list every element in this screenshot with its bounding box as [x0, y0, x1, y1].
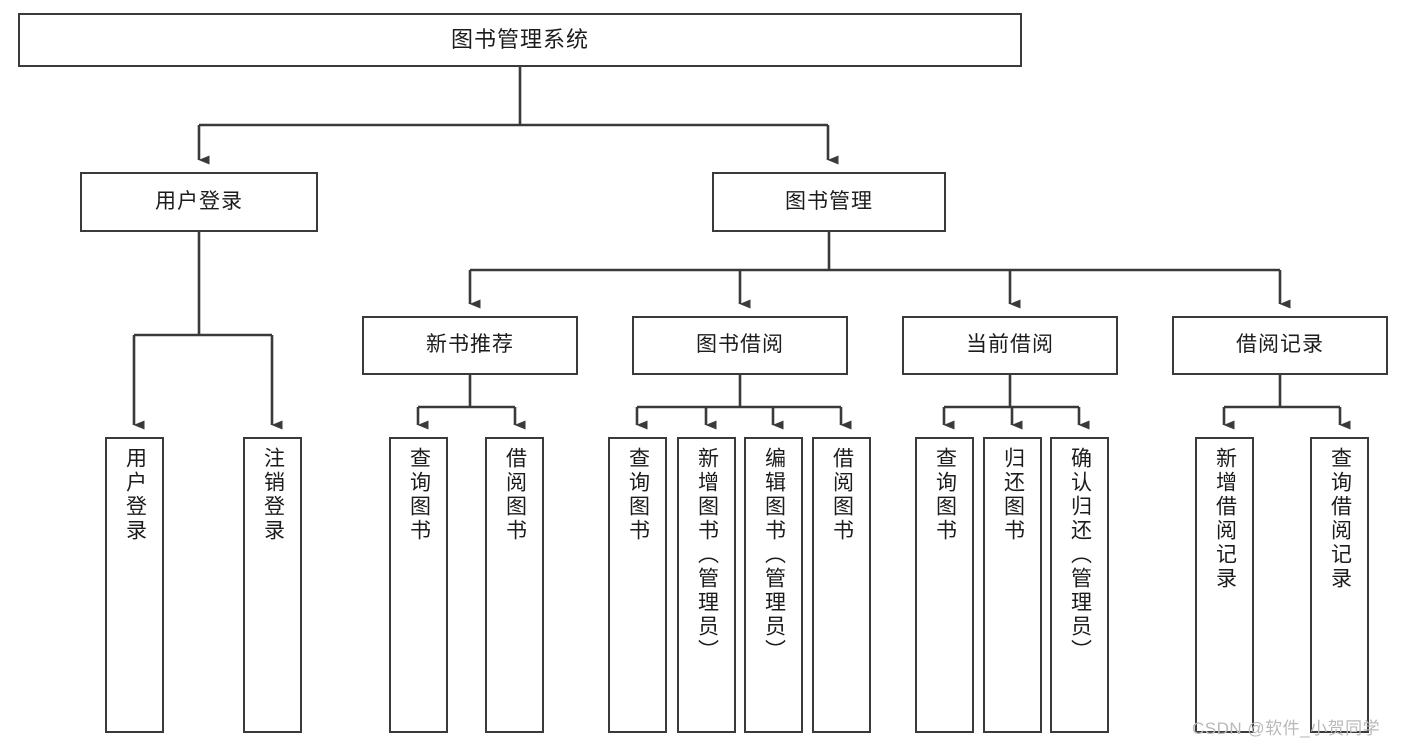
leaf-query-book-newrec[interactable]: 查询图书: [389, 437, 448, 733]
leaf-query-book-borrow[interactable]: 查询图书: [608, 437, 667, 733]
node-label: 编辑图书（管理员）: [762, 447, 786, 663]
leaf-borrow-book-newrec[interactable]: 借阅图书: [485, 437, 544, 733]
node-label: 图书管理: [785, 189, 873, 213]
node-label: 新书推荐: [426, 333, 514, 357]
node-root-system[interactable]: 图书管理系统: [18, 13, 1022, 67]
leaf-logout-login[interactable]: 注销登录: [243, 437, 302, 733]
node-borrow-record[interactable]: 借阅记录: [1172, 316, 1388, 375]
leaf-return-book[interactable]: 归还图书: [983, 437, 1042, 733]
leaf-add-book-admin[interactable]: 新增图书（管理员）: [677, 437, 736, 733]
node-book-manage[interactable]: 图书管理: [712, 172, 946, 232]
node-label: 借阅图书: [503, 447, 527, 543]
node-label: 图书借阅: [696, 333, 784, 357]
leaf-borrow-book[interactable]: 借阅图书: [812, 437, 871, 733]
node-label: 用户登录: [123, 447, 147, 543]
node-label: 借阅记录: [1236, 333, 1324, 357]
node-label: 借阅图书: [830, 447, 854, 543]
node-label: 查询图书: [407, 447, 431, 543]
node-label: 新增图书（管理员）: [695, 447, 719, 663]
node-label: 注销登录: [261, 447, 285, 543]
node-label: 查询图书: [626, 447, 650, 543]
csdn-watermark: CSDN @软件_小贺同学: [1192, 719, 1381, 738]
node-new-book-recommend[interactable]: 新书推荐: [362, 316, 578, 375]
node-label: 查询借阅记录: [1328, 447, 1352, 591]
node-book-borrow[interactable]: 图书借阅: [632, 316, 848, 375]
node-label: 当前借阅: [966, 333, 1054, 357]
node-label: 查询图书: [933, 447, 957, 543]
leaf-confirm-return-admin[interactable]: 确认归还（管理员）: [1050, 437, 1109, 733]
node-current-borrow[interactable]: 当前借阅: [902, 316, 1118, 375]
node-label: 用户登录: [155, 189, 243, 213]
leaf-add-borrow-record[interactable]: 新增借阅记录: [1195, 437, 1254, 733]
leaf-query-borrow-record[interactable]: 查询借阅记录: [1310, 437, 1369, 733]
leaf-user-login[interactable]: 用户登录: [105, 437, 164, 733]
node-label: 确认归还（管理员）: [1068, 447, 1092, 663]
leaf-edit-book-admin[interactable]: 编辑图书（管理员）: [744, 437, 803, 733]
node-user-login[interactable]: 用户登录: [80, 172, 318, 232]
node-label: 归还图书: [1001, 447, 1025, 543]
node-label: 新增借阅记录: [1213, 447, 1237, 591]
leaf-query-book-current[interactable]: 查询图书: [915, 437, 974, 733]
node-label: 图书管理系统: [450, 27, 589, 53]
